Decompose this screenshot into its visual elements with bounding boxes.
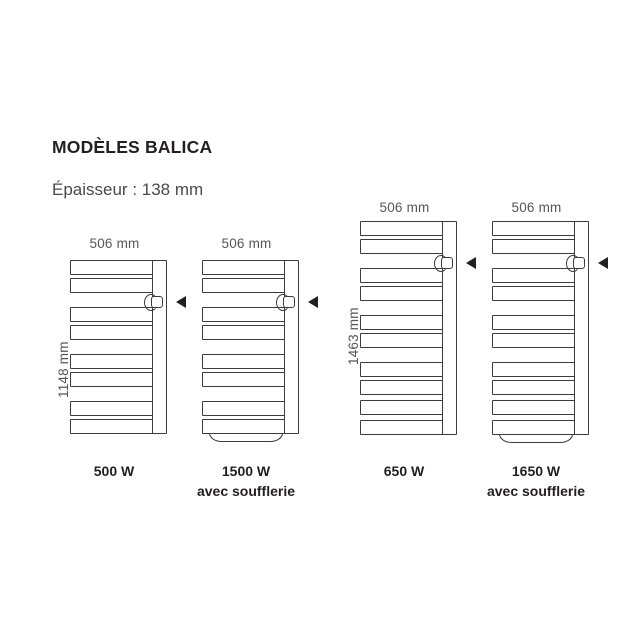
model-subtitle-label: avec soufflerie — [196, 483, 296, 499]
model-subtitle-label: avec soufflerie — [486, 483, 586, 499]
radiator-bar — [70, 278, 158, 293]
width-dimension-label: 506 mm — [379, 200, 430, 215]
blower-unit — [499, 434, 573, 443]
blower-unit — [209, 433, 283, 442]
radiator-bar — [70, 260, 158, 275]
control-bracket — [144, 294, 158, 311]
radiator-bar — [492, 380, 580, 395]
radiator-bar — [70, 354, 158, 369]
radiator-bar — [492, 221, 580, 236]
control-module[interactable] — [441, 257, 453, 269]
radiator-bar — [492, 420, 580, 435]
model-caption: 1650 W avec soufflerie — [476, 461, 596, 501]
radiator-bar — [202, 325, 290, 340]
width-dimension-label: 506 mm — [511, 200, 562, 215]
model-caption: 500 W — [54, 461, 174, 481]
radiator-bar — [202, 307, 290, 322]
radiator-bar — [202, 401, 290, 416]
width-dimension-label: 506 mm — [89, 236, 140, 251]
control-bracket — [276, 294, 290, 311]
model-power-label: 1500 W — [221, 463, 271, 479]
control-module[interactable] — [151, 296, 163, 308]
radiator-bar — [202, 278, 290, 293]
height-dimension-label: 1463 mm — [346, 307, 361, 365]
left-pointing-triangle-icon — [308, 296, 318, 308]
radiator-bar — [360, 333, 448, 348]
radiator-bar — [70, 419, 158, 434]
radiator-bar — [492, 400, 580, 415]
model-caption: 650 W — [344, 461, 464, 481]
radiator-bar — [360, 221, 448, 236]
model-caption: 1500 W avec soufflerie — [186, 461, 306, 501]
radiator-bar — [360, 286, 448, 301]
height-dimension-label: 1148 mm — [56, 341, 71, 398]
radiator-bar — [360, 239, 448, 254]
radiator-vertical-rail — [442, 221, 457, 435]
left-pointing-triangle-icon — [466, 257, 476, 269]
thickness-label: Épaisseur : 138 mm — [52, 180, 204, 199]
radiator-bar — [492, 362, 580, 377]
radiator-bar — [70, 325, 158, 340]
radiator-bar — [202, 419, 290, 434]
radiator-bar — [360, 380, 448, 395]
radiator-bar — [360, 268, 448, 283]
width-dimension-label: 506 mm — [221, 236, 272, 251]
control-bracket — [566, 255, 580, 272]
left-pointing-triangle-icon — [598, 257, 608, 269]
radiator-vertical-rail — [152, 260, 167, 434]
control-bracket — [434, 255, 448, 272]
radiator-bar — [202, 260, 290, 275]
radiator-vertical-rail — [574, 221, 589, 435]
radiator-bar — [492, 239, 580, 254]
model-power-label: 650 W — [383, 463, 425, 479]
radiator-bar — [360, 400, 448, 415]
radiator-bar — [492, 268, 580, 283]
radiator-bar — [70, 372, 158, 387]
radiator-vertical-rail — [284, 260, 299, 434]
radiator-bar — [360, 315, 448, 330]
radiator-bar — [70, 401, 158, 416]
radiator-bar — [202, 354, 290, 369]
radiator-bar — [360, 362, 448, 377]
radiator-bar — [202, 372, 290, 387]
model-power-label: 500 W — [93, 463, 135, 479]
page-title: MODÈLES BALICA — [52, 137, 213, 157]
radiator-bar — [492, 286, 580, 301]
control-module[interactable] — [283, 296, 295, 308]
control-module[interactable] — [573, 257, 585, 269]
radiator-bar — [360, 420, 448, 435]
left-pointing-triangle-icon — [176, 296, 186, 308]
radiator-bar — [492, 315, 580, 330]
radiator-bar — [492, 333, 580, 348]
model-power-label: 1650 W — [511, 463, 561, 479]
radiator-bar — [70, 307, 158, 322]
